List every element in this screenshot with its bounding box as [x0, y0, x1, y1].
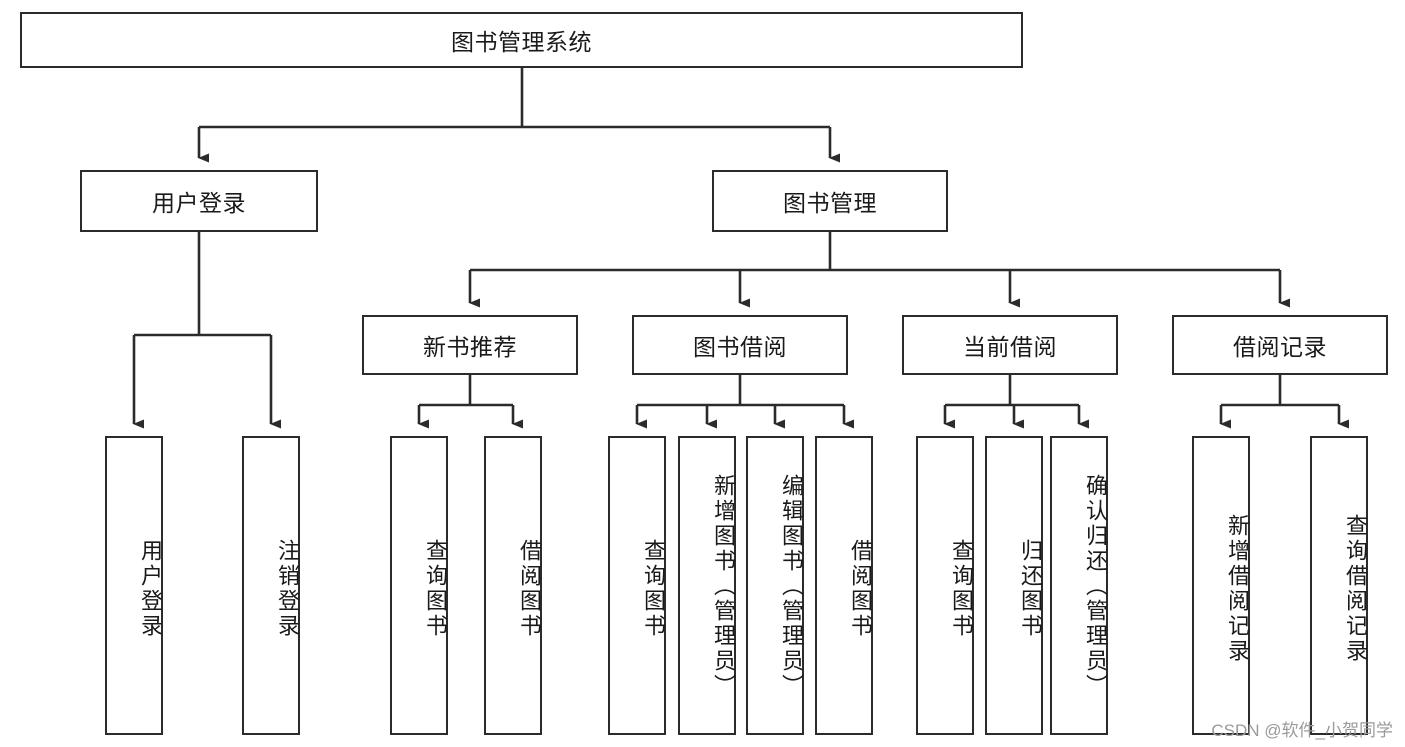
- leaf-confirm-return-admin[interactable]: 确认归还（管理员）: [1050, 436, 1108, 735]
- leaf-query-book-borrow-label: 查询图书: [641, 538, 666, 639]
- node-user-login-label: 用户登录: [152, 190, 246, 216]
- leaf-logout-label: 注销登录: [275, 538, 300, 639]
- node-new-book-recommend[interactable]: 新书推荐: [362, 315, 578, 375]
- leaf-edit-book-admin-label: 编辑图书（管理员）: [779, 474, 804, 699]
- node-book-management[interactable]: 图书管理: [712, 170, 948, 232]
- leaf-add-borrow-record-label: 新增借阅记录: [1225, 513, 1250, 664]
- node-book-management-label: 图书管理: [783, 190, 877, 216]
- leaf-borrow-book[interactable]: 借阅图书: [815, 436, 873, 735]
- node-root[interactable]: 图书管理系统: [20, 12, 1023, 68]
- leaf-query-book-recommend[interactable]: 查询图书: [390, 436, 448, 735]
- leaf-user-login[interactable]: 用户登录: [105, 436, 163, 735]
- leaf-add-book-admin-label: 新增图书（管理员）: [711, 474, 736, 699]
- leaf-query-book-current[interactable]: 查询图书: [916, 436, 974, 735]
- leaf-edit-book-admin[interactable]: 编辑图书（管理员）: [746, 436, 804, 735]
- node-root-label: 图书管理系统: [451, 29, 592, 55]
- leaf-return-book-label: 归还图书: [1018, 538, 1043, 639]
- leaf-return-book[interactable]: 归还图书: [985, 436, 1043, 735]
- node-borrow-record[interactable]: 借阅记录: [1172, 315, 1388, 375]
- leaf-confirm-return-admin-label: 确认归还（管理员）: [1083, 474, 1108, 699]
- leaf-add-book-admin[interactable]: 新增图书（管理员）: [678, 436, 736, 735]
- leaf-borrow-book-recommend[interactable]: 借阅图书: [484, 436, 542, 735]
- leaf-add-borrow-record[interactable]: 新增借阅记录: [1192, 436, 1250, 735]
- node-book-borrow-label: 图书借阅: [693, 334, 787, 360]
- leaf-query-borrow-record-label: 查询借阅记录: [1343, 513, 1368, 664]
- leaf-query-book-borrow[interactable]: 查询图书: [608, 436, 666, 735]
- leaf-user-login-label: 用户登录: [138, 538, 163, 639]
- node-new-book-recommend-label: 新书推荐: [423, 334, 517, 360]
- node-borrow-record-label: 借阅记录: [1233, 334, 1327, 360]
- node-book-borrow[interactable]: 图书借阅: [632, 315, 848, 375]
- leaf-borrow-book-label: 借阅图书: [848, 538, 873, 639]
- leaf-logout[interactable]: 注销登录: [242, 436, 300, 735]
- leaf-query-book-recommend-label: 查询图书: [423, 538, 448, 639]
- leaf-query-book-current-label: 查询图书: [949, 538, 974, 639]
- node-user-login[interactable]: 用户登录: [80, 170, 318, 232]
- leaf-borrow-book-recommend-label: 借阅图书: [517, 538, 542, 639]
- node-current-borrow[interactable]: 当前借阅: [902, 315, 1118, 375]
- leaf-query-borrow-record[interactable]: 查询借阅记录: [1310, 436, 1368, 735]
- node-current-borrow-label: 当前借阅: [963, 334, 1057, 360]
